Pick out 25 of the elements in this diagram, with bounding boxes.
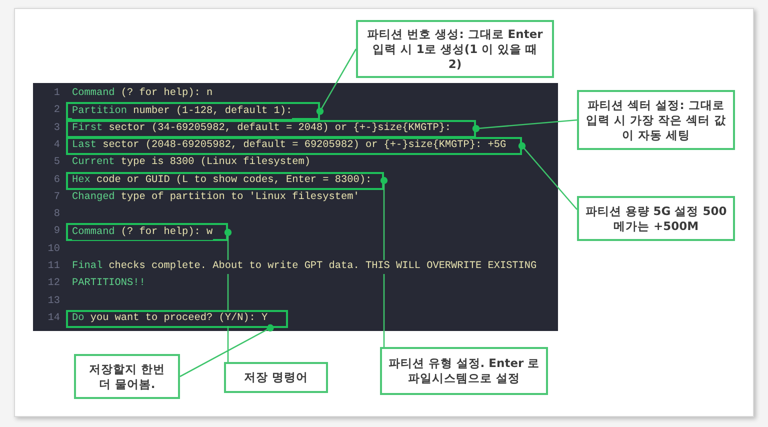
callout-text: 파티션 섹터 설정: 그대로 입력 시 가장 작은 섹터 값이 자동 세팅 xyxy=(585,98,727,142)
highlight-box xyxy=(66,102,320,120)
callout-box xyxy=(74,354,180,399)
leader-line xyxy=(380,176,388,347)
leader-line xyxy=(518,142,578,210)
highlight-box xyxy=(66,310,288,328)
highlight-box xyxy=(66,223,228,242)
callout-box xyxy=(577,196,735,241)
highlight-box xyxy=(66,120,476,138)
leader-line xyxy=(224,228,232,362)
highlight-box xyxy=(66,136,522,155)
callout-box xyxy=(224,362,328,393)
leader-line xyxy=(472,119,578,132)
leader-line xyxy=(316,48,357,115)
highlight-box xyxy=(66,172,384,190)
callout-box xyxy=(577,90,735,150)
callout-text: 저장 명령어 xyxy=(244,370,308,385)
callout-text: 저장할지 한번 더 물어봄. xyxy=(88,362,166,392)
callout-text: 파티션 번호 생성: 그대로 Enter 입력 시 1로 생성(1 이 있을 때 2) xyxy=(366,26,544,72)
callout-text: 파티션 유형 설정. Enter 로 파일시스템으로 설정 xyxy=(388,356,540,386)
callout-box xyxy=(380,347,548,395)
callout-text: 파티션 용량 5G 설정 500메가는 +500M xyxy=(585,204,727,234)
callout-box xyxy=(356,20,554,78)
leader-line xyxy=(180,324,274,378)
terminal-panel xyxy=(33,83,558,331)
